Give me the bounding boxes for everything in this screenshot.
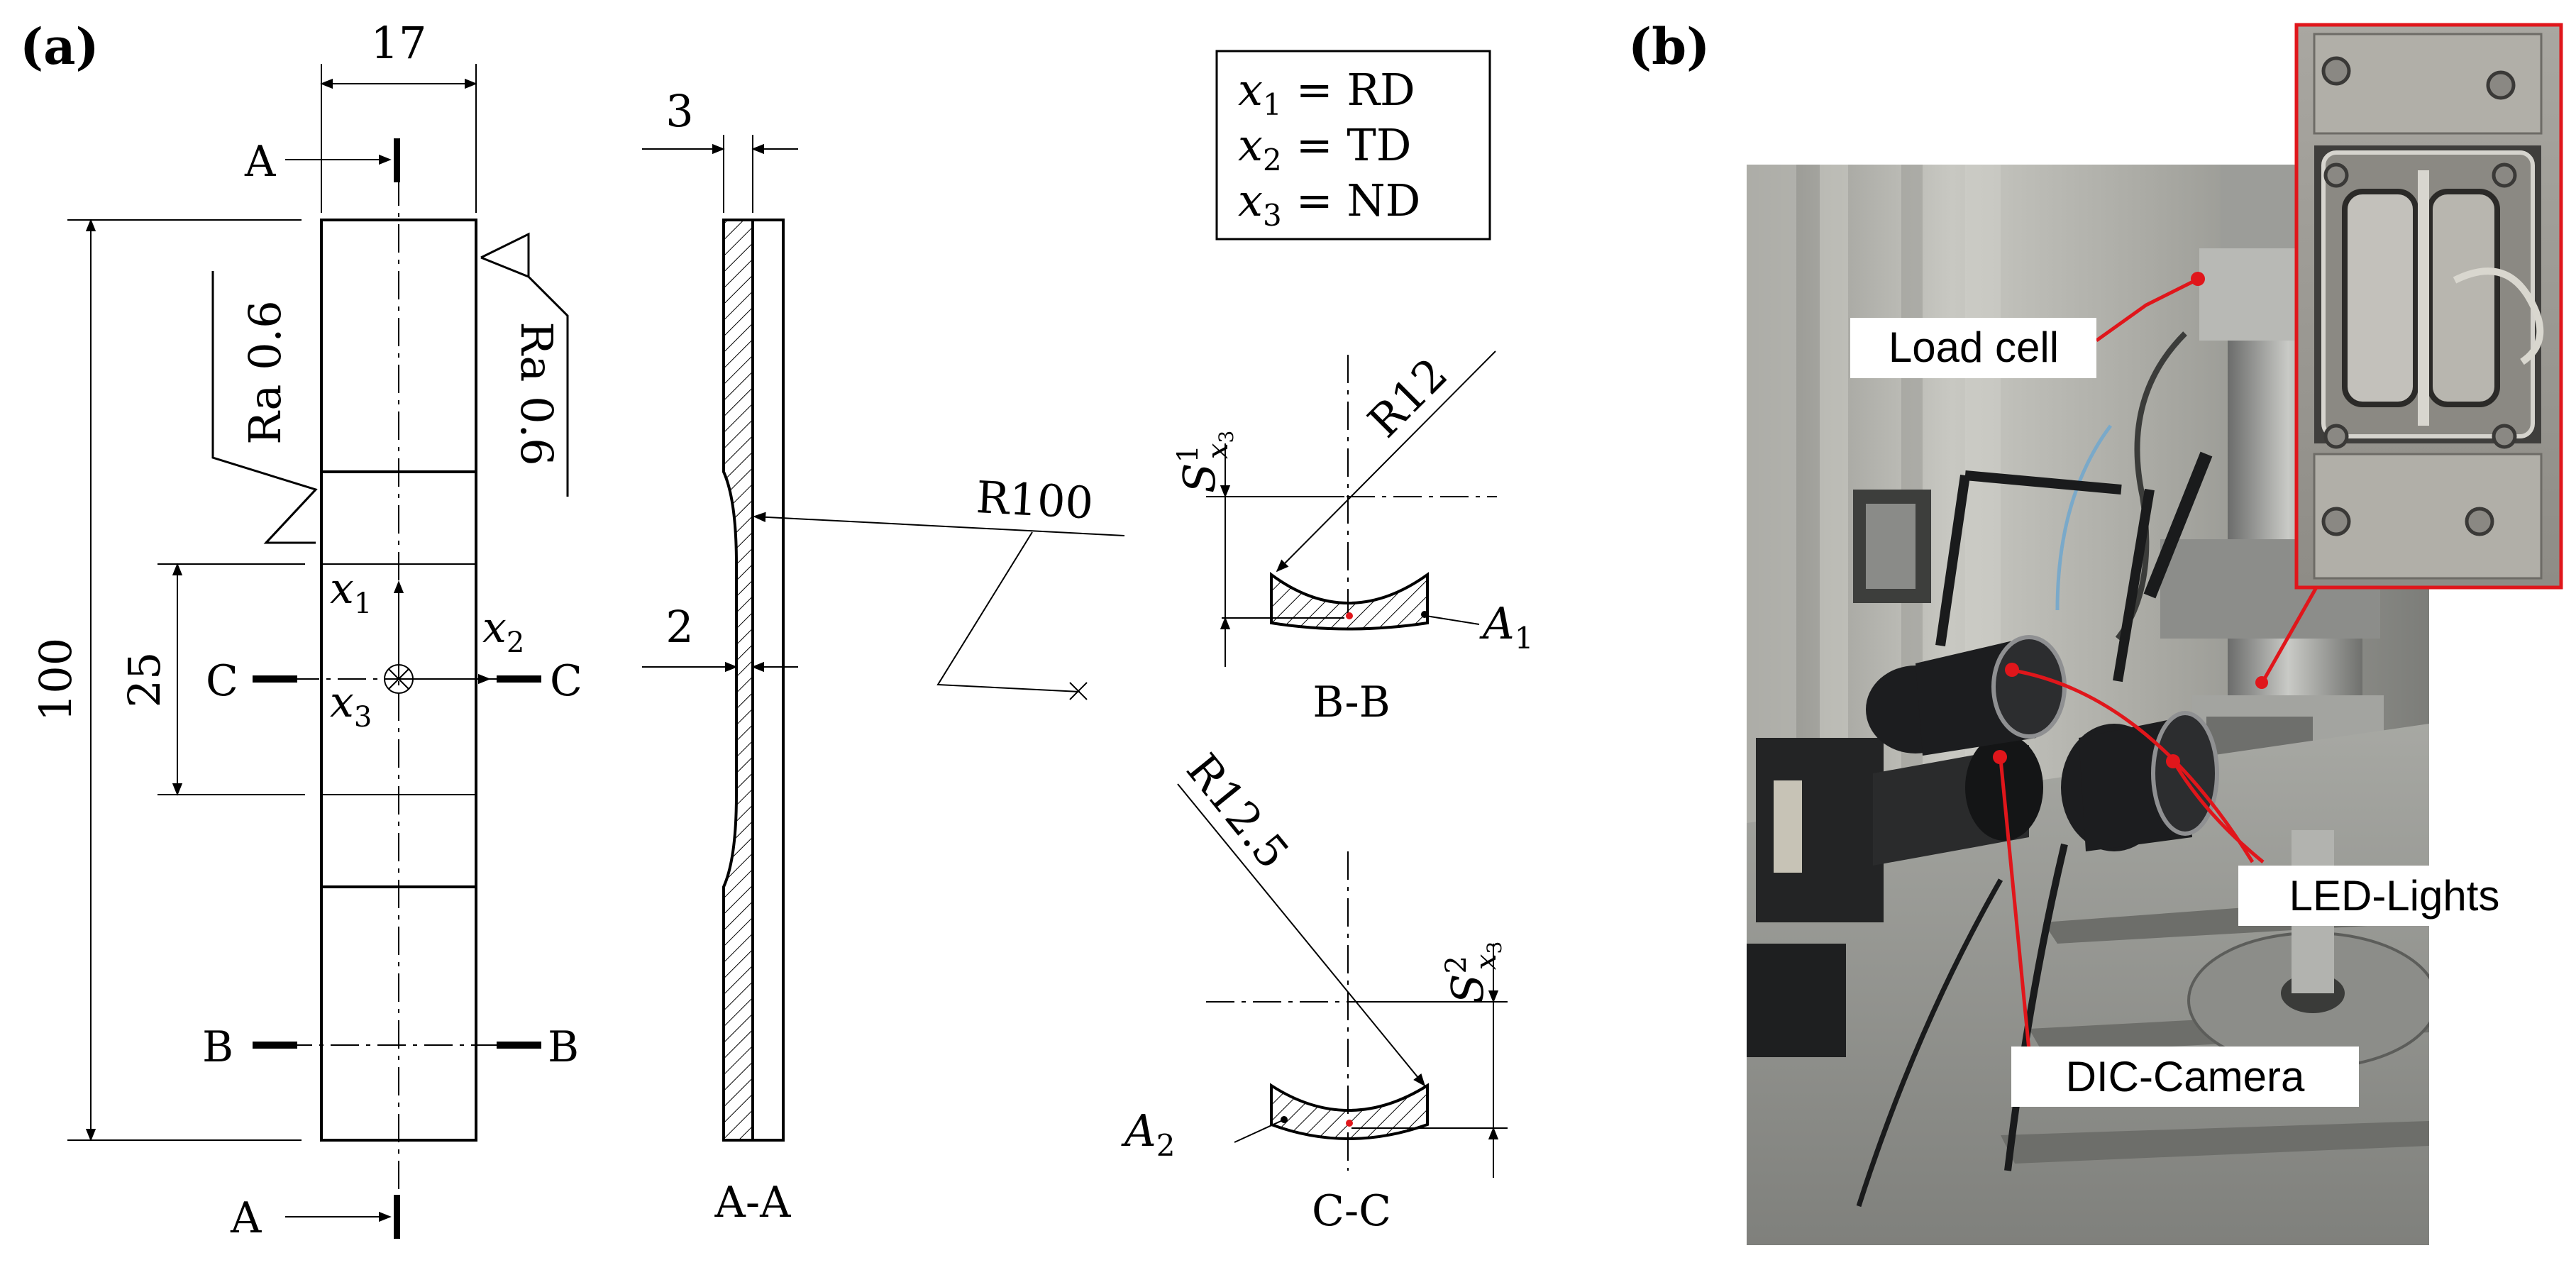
section-title-cc: C-C: [1312, 1186, 1391, 1236]
inset-connector-dot: [2255, 676, 2268, 689]
section-title-aa: A-A: [714, 1178, 792, 1227]
section-cc: [1177, 783, 1508, 1178]
section-mark-c-left-label: C: [206, 656, 238, 706]
dim-thickness-label: 3: [665, 85, 693, 137]
section-bb: [1206, 350, 1497, 667]
axis-x2-label: x2: [482, 603, 524, 659]
grip-closeup-inset: [2294, 23, 2563, 590]
callout-dic-label: DIC-Camera: [2066, 1053, 2305, 1100]
orientation-legend: x1= RD x2= TD x3= ND: [1215, 50, 1491, 241]
section-title-bb: B-B: [1312, 678, 1391, 727]
callout-load-cell: Load cell: [1850, 272, 2205, 378]
callout-led: LED-Lights: [2005, 663, 2550, 926]
coordinate-axes: [384, 580, 491, 694]
section-mark-c-right-label: C: [550, 656, 582, 706]
dim-gauge-label: 25: [118, 652, 170, 708]
panel-a: (a) 17 100: [20, 17, 1534, 1243]
panel-a-label: (a): [20, 17, 99, 76]
inset-connector: [2261, 586, 2318, 683]
dim-length: [67, 219, 302, 1142]
dim-gauge: [157, 563, 305, 796]
dim-width: [320, 64, 477, 213]
cc-sagitta-label: S2x3: [1440, 942, 1506, 1004]
roughness-symbol-left: [211, 271, 318, 544]
section-mark-a-top: [285, 138, 400, 182]
section-mark-a-bottom: [285, 1195, 400, 1239]
legend-row-nd: x3= ND: [1238, 175, 1420, 233]
dim-width-label: 17: [371, 17, 427, 69]
section-mark-b: [253, 1042, 541, 1049]
legend-row-td: x2= TD: [1238, 119, 1411, 177]
specimen-front-view: [284, 177, 497, 1206]
cc-area-label: A2: [1121, 1105, 1176, 1163]
dim-reduced-thickness-label: 2: [665, 601, 693, 653]
section-mark-c: [253, 675, 541, 683]
callout-dic: DIC-Camera: [1993, 750, 2359, 1107]
panel-b-label: (b): [1628, 17, 1710, 76]
section-mark-a-top-label: A: [244, 137, 276, 187]
roughness-symbol-right: [480, 232, 569, 497]
specimen-side-view: [722, 219, 785, 1142]
section-mark-a-bottom-label: A: [230, 1193, 262, 1243]
bb-radius-label: R12: [1358, 348, 1457, 447]
bb-sagitta-label: S1x3: [1172, 431, 1238, 493]
profile-radius-leader: [753, 512, 1125, 700]
panel-b: (b): [1628, 17, 2563, 1245]
callout-load-cell-label: Load cell: [1889, 324, 2059, 371]
profile-radius-label: R100: [975, 471, 1095, 529]
section-mark-b-left-label: B: [202, 1022, 233, 1072]
callout-led-label: LED-Lights: [2289, 872, 2500, 920]
bb-area-label: A1: [1479, 597, 1534, 656]
roughness-right-label: Ra 0.6: [511, 321, 563, 465]
legend-row-rd: x1= RD: [1238, 64, 1415, 122]
axis-x3-label: x3: [330, 678, 372, 734]
dim-thickness: [642, 135, 798, 213]
section-mark-b-right-label: B: [548, 1022, 579, 1072]
roughness-left-label: Ra 0.6: [239, 300, 291, 444]
axis-x1-label: x1: [330, 564, 372, 620]
dim-length-label: 100: [30, 638, 82, 722]
